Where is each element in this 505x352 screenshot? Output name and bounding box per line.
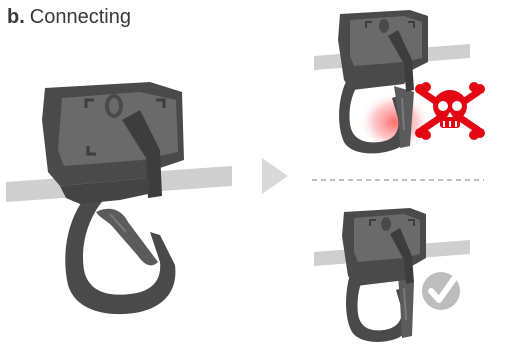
device-hole-inner <box>109 98 119 114</box>
carabiner-loop <box>65 190 176 315</box>
gate-detail <box>403 287 407 321</box>
corner-mark <box>84 98 94 108</box>
main-device-illustration <box>6 82 232 315</box>
step-label: Connecting <box>29 6 131 28</box>
gate-detail <box>109 213 127 233</box>
device-lever <box>122 110 162 198</box>
gate-detail <box>401 97 405 131</box>
check-circle-icon <box>422 272 460 310</box>
device-lever <box>388 30 414 92</box>
danger-glow <box>359 92 431 152</box>
carabiner-loop <box>339 78 411 154</box>
corner-mark <box>408 21 415 28</box>
wrong-connection-illustration <box>314 10 485 154</box>
step-letter: b. <box>7 6 25 28</box>
device-hole <box>381 217 391 231</box>
corner-mark <box>156 98 166 108</box>
device-lower <box>60 178 150 204</box>
device-hole <box>379 19 389 33</box>
corner-mark <box>408 219 415 226</box>
skull-crossbones-icon <box>415 82 485 140</box>
corner-mark <box>369 219 376 226</box>
corner-mark <box>365 21 372 28</box>
corner-mark <box>86 146 96 156</box>
next-arrow <box>262 158 288 194</box>
correct-connection-illustration <box>314 208 470 342</box>
device-lever <box>390 228 414 284</box>
carabiner-gate <box>96 208 158 266</box>
section-title: b.Connecting <box>7 6 131 29</box>
